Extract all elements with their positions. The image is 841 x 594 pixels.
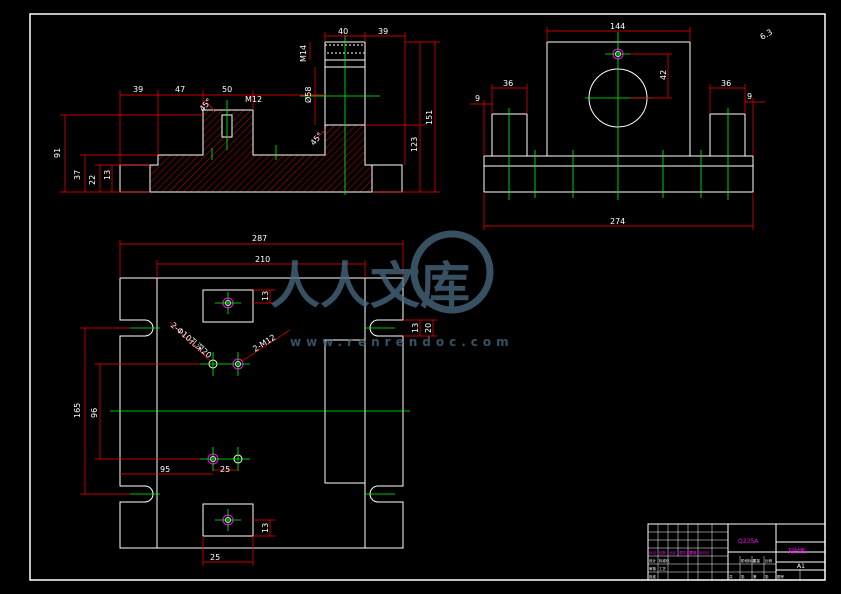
dim-d58: Ø58 — [303, 87, 313, 103]
dim-37: 37 — [73, 170, 82, 180]
title-cell-label: 审核 — [649, 566, 657, 571]
title-cell-label: 分区 — [669, 550, 677, 555]
dim-287: 287 — [252, 234, 267, 243]
dim-36-right: 36 — [721, 79, 731, 88]
title-cell-label: 张 — [741, 574, 745, 579]
dim-39-left: 39 — [133, 85, 143, 94]
dim-95: 95 — [160, 465, 170, 474]
dim-22: 22 — [88, 175, 97, 185]
dim-144: 144 — [610, 22, 625, 31]
dim-40: 40 — [338, 27, 348, 36]
top-block-upper — [202, 289, 254, 323]
dim-123: 123 — [410, 137, 419, 152]
title-cell-label: 签名 — [689, 550, 696, 555]
title-sheet: A1 — [797, 563, 805, 570]
dim-13-upper: 13 — [261, 291, 270, 301]
dim-210: 210 — [255, 255, 270, 264]
dim-50: 50 — [222, 85, 232, 94]
dim-39-right: 39 — [378, 27, 388, 36]
front-view: 39 47 50 M12 40 39 M14 Ø58 91 37 22 13 1… — [53, 27, 440, 195]
title-cell-label: 更改文件号 — [679, 550, 697, 555]
dim-m12: M12 — [245, 95, 262, 104]
watermark-text: 人人文库 — [270, 257, 470, 315]
title-cell-label: 张 — [765, 574, 769, 579]
dim-47: 47 — [175, 85, 185, 94]
title-cell-label: 重量 — [753, 558, 761, 563]
dim-25-holes: 25 — [220, 465, 230, 474]
title-cell-label: 批准 — [649, 574, 657, 579]
side-right-block — [709, 113, 746, 157]
front-left-step — [119, 164, 151, 193]
top-plate-outline — [119, 277, 404, 549]
dim-13: 13 — [103, 170, 112, 180]
hole-note-left: 2-Φ10孔深20 — [169, 321, 214, 360]
dim-13-lower: 13 — [261, 523, 270, 533]
dim-20: 20 — [424, 323, 433, 333]
watermark: 人人文库 www.renrendoc.com — [270, 230, 514, 349]
title-cell-label: 标记 — [649, 550, 657, 555]
drawing-border — [29, 13, 826, 581]
dim-m14: M14 — [299, 45, 308, 62]
title-cell-label: 设计 — [649, 558, 657, 563]
dim-91: 91 — [53, 148, 62, 158]
side-view: 144 36 36 9 9 42 274 6.3 — [470, 22, 774, 230]
dim-13-slot: 13 — [411, 323, 420, 333]
top-slot-rect — [324, 339, 366, 484]
side-upright — [546, 41, 691, 157]
dim-42: 42 — [659, 70, 668, 80]
title-cell-label: 处数 — [659, 550, 667, 555]
title-cell-label: 比例 — [765, 558, 773, 563]
dim-9-left: 9 — [475, 94, 480, 103]
title-part-name: 刻衬板 — [788, 547, 806, 555]
title-cell-label: 阶段标记 — [741, 558, 755, 563]
title-material: Q235A — [738, 538, 759, 545]
roughness-mark: 6.3 — [759, 28, 775, 42]
front-section-hatch — [149, 109, 373, 193]
watermark-url: www.renrendoc.com — [290, 335, 514, 349]
dim-151: 151 — [425, 110, 434, 125]
title-cell-label: 共 — [729, 574, 733, 579]
title-cell-label: 工艺 — [659, 566, 667, 571]
title-cell-label: 标准化 — [659, 558, 670, 563]
dim-96: 96 — [90, 408, 99, 418]
watermark-logo-ring — [410, 230, 494, 314]
title-block: Q235A 刻衬板 A1 标记处数分区更改文件号签名年月日设计标准化审核工艺批准… — [647, 523, 826, 581]
dim-165: 165 — [73, 403, 82, 418]
title-block-cells: 标记处数分区更改文件号签名年月日设计标准化审核工艺批准 阶段标记重量比例共 张 第 张 图… — [649, 550, 785, 579]
dim-9-right: 9 — [747, 92, 752, 101]
title-cell-label: 年月日 — [699, 550, 710, 555]
side-left-block — [491, 113, 528, 157]
side-base — [483, 155, 754, 193]
dim-36-left: 36 — [503, 79, 513, 88]
hole-note-right: 2-M12 — [251, 333, 277, 354]
dim-274: 274 — [610, 217, 625, 226]
front-right-step — [371, 164, 403, 193]
title-cell-label: 图号 — [777, 574, 785, 579]
title-cell-label: 第 — [753, 574, 757, 579]
dim-25-block: 25 — [210, 553, 220, 562]
